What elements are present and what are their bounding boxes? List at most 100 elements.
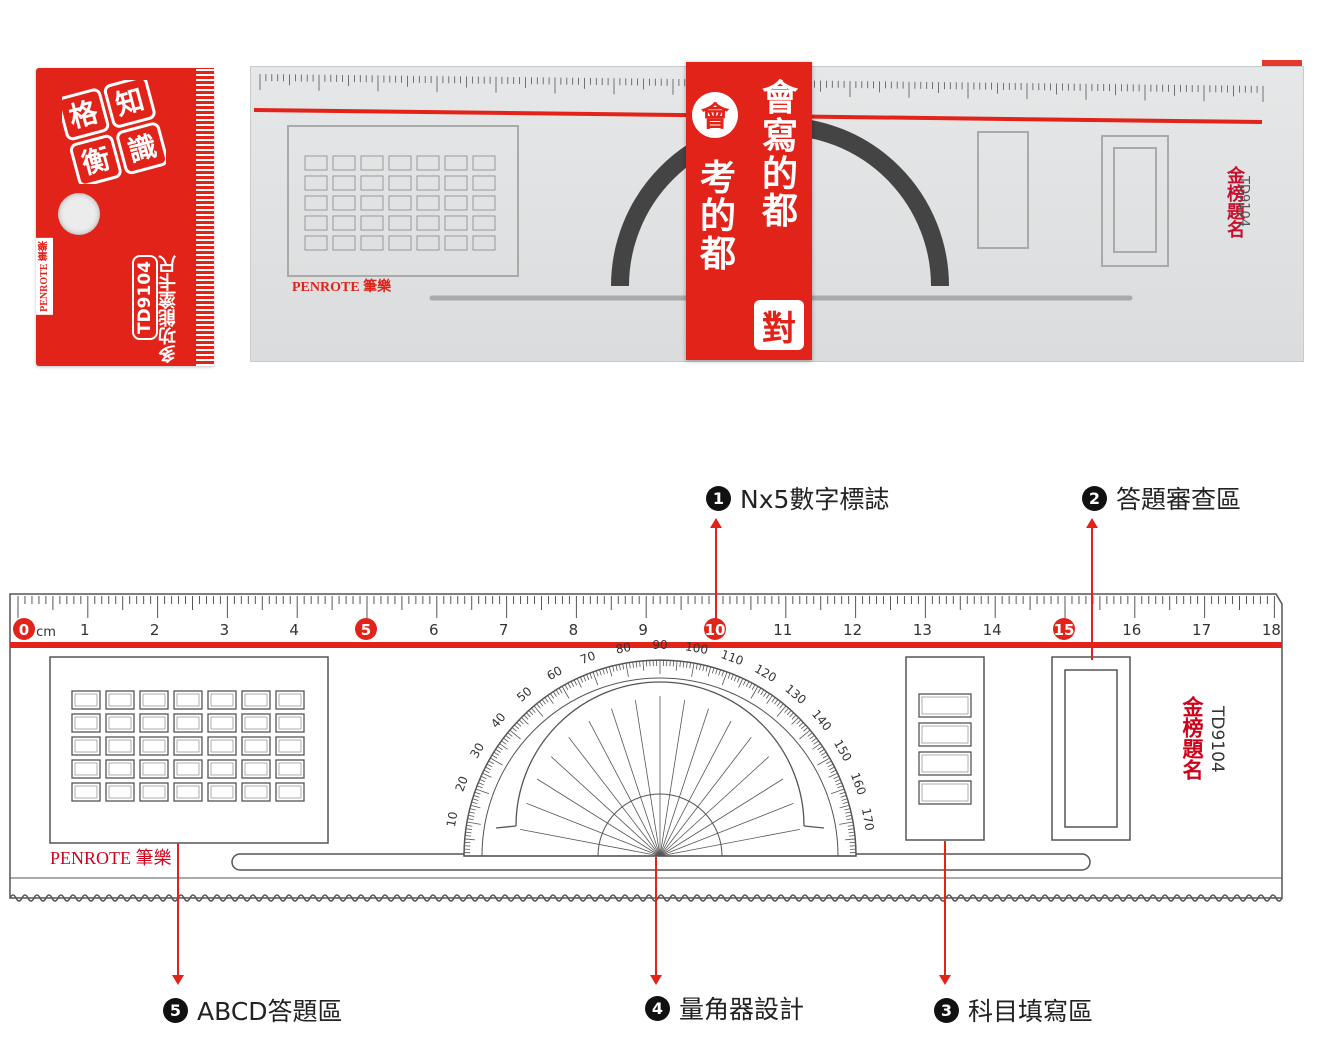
callout-3-arrowhead — [939, 975, 951, 985]
package-hang-hole — [58, 193, 100, 235]
photo-bubble — [360, 195, 384, 211]
protractor-tick — [632, 661, 634, 668]
answer-bubble — [241, 782, 271, 802]
callout-review-area: 2 答題審查區 — [1082, 480, 1241, 516]
protractor-tick — [691, 662, 695, 677]
protractor-ray — [550, 756, 661, 857]
protractor-inner-arc — [481, 677, 839, 857]
answer-bubble — [173, 736, 203, 756]
ruler-model: TD9104 — [1207, 705, 1227, 773]
answer-bubble-inner — [108, 762, 132, 776]
protractor-tick — [514, 724, 520, 730]
protractor-tick — [635, 661, 638, 668]
subject-box-inner — [921, 696, 969, 715]
protractor-tick — [465, 835, 472, 837]
answer-bubble-inner — [142, 716, 166, 730]
answer-bubble-inner — [74, 693, 98, 707]
protractor-window-ends — [495, 825, 825, 829]
protractor-tick — [791, 714, 797, 720]
ruler-number: 8 — [569, 621, 579, 639]
protractor-tick — [615, 664, 618, 671]
photo-bubble — [472, 235, 496, 251]
ruler-number: 15 — [1054, 621, 1075, 639]
protractor-tick — [848, 835, 855, 837]
subject-box — [918, 780, 972, 805]
answer-bubble — [71, 736, 101, 756]
photo-bubble — [388, 215, 412, 231]
package-brand: PENROTE 筆樂 — [36, 238, 53, 315]
protractor-tick — [547, 695, 554, 704]
package-product-name: 多功能塗卡尺 — [158, 255, 179, 363]
protractor-tick — [748, 682, 753, 689]
ruler-number: 13 — [913, 621, 932, 639]
protractor-tick — [721, 670, 725, 677]
callout-2-arrow — [1091, 524, 1093, 660]
protractor-label: 10 — [444, 811, 460, 828]
photo-bubble — [388, 175, 412, 191]
answer-bubble-inner — [244, 762, 268, 776]
answer-bubble — [207, 759, 237, 779]
protractor-tick — [845, 811, 852, 814]
photo-bubble — [472, 175, 496, 191]
callout-1-arrowhead — [710, 518, 722, 528]
answer-bubble-inner — [278, 762, 302, 776]
photo-bubble — [360, 215, 384, 231]
photo-bubble — [388, 235, 412, 251]
answer-grid — [71, 690, 305, 802]
protractor-tick — [468, 811, 475, 814]
protractor-tick — [771, 697, 776, 703]
protractor-tick — [464, 838, 475, 841]
callout-badge: 1 — [706, 485, 731, 511]
callout-3-arrow — [944, 841, 946, 975]
seal-char: 格 — [66, 96, 102, 134]
protractor-tick — [583, 675, 587, 682]
protractor-tick — [800, 724, 806, 730]
callout-badge: 2 — [1082, 485, 1107, 511]
callout-1-arrow — [715, 524, 717, 620]
subject-box — [918, 751, 972, 776]
callout-label: 科目填寫區 — [968, 997, 1094, 1026]
photo-bubble — [416, 195, 440, 211]
photo-bubble — [360, 155, 384, 171]
protractor-ray — [536, 778, 661, 857]
protractor-tick — [486, 763, 493, 768]
protractor-tick — [485, 766, 491, 771]
photo-answer-grid — [304, 155, 496, 251]
protractor-tick — [518, 719, 524, 725]
protractor-tick — [830, 769, 837, 774]
photo-bubble — [304, 195, 328, 211]
protractor-tick — [834, 779, 841, 783]
protractor-tick — [586, 674, 590, 680]
seal-char: 衡 — [78, 143, 113, 181]
protractor-tick — [711, 667, 715, 674]
answer-bubble-inner — [74, 739, 98, 753]
protractor-tick — [552, 691, 557, 697]
photo-motto: 金榜題名 — [1225, 166, 1245, 238]
answer-bubble-inner — [278, 693, 302, 707]
photo-bubble — [360, 235, 384, 251]
photo-bubble — [444, 195, 468, 211]
protractor-tick — [490, 757, 503, 766]
protractor-tick — [618, 664, 621, 671]
number-badge — [704, 618, 726, 640]
callout-badge: 5 — [163, 997, 188, 1023]
protractor-tick — [622, 663, 625, 670]
protractor-tick — [642, 660, 645, 671]
protractor-tick — [779, 703, 784, 709]
callout-label: ABCD答題區 — [197, 997, 343, 1026]
protractor-tick — [702, 664, 705, 671]
protractor-tick — [567, 682, 572, 689]
protractor-tick — [628, 662, 631, 669]
answer-bubble — [105, 736, 135, 756]
protractor-tick — [495, 748, 501, 753]
protractor-tick — [721, 671, 728, 686]
protractor-tick — [467, 818, 474, 821]
protractor-tick — [521, 717, 529, 725]
subject-box — [918, 722, 972, 747]
answer-bubble — [275, 782, 305, 802]
protractor-tick — [471, 801, 478, 805]
protractor-ray — [611, 708, 661, 857]
protractor-tick — [466, 824, 473, 827]
answer-bubble-inner — [210, 785, 234, 799]
protractor-tick — [727, 672, 731, 679]
